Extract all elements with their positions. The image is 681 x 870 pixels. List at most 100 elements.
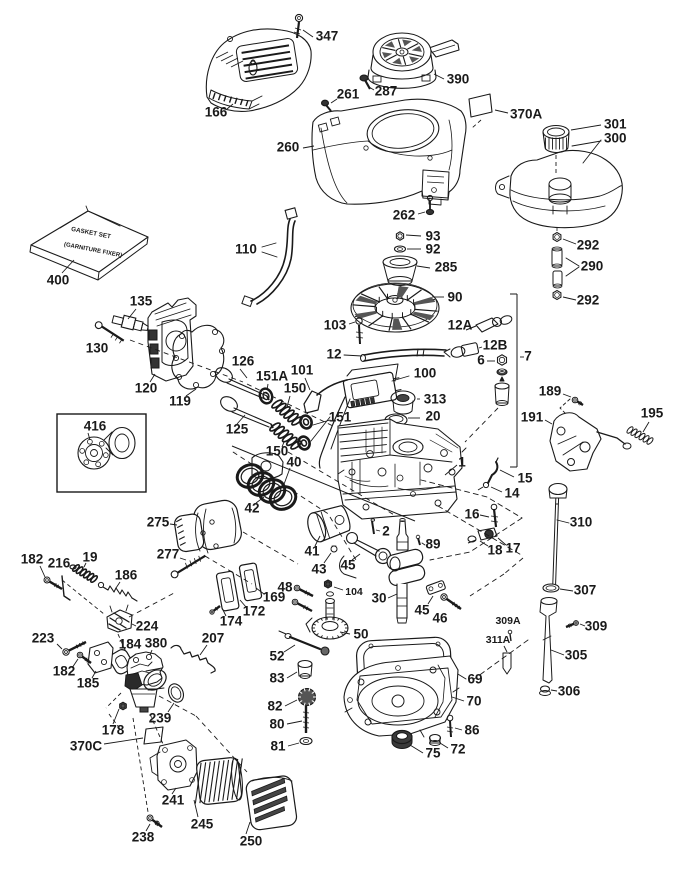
svg-text:16: 16 [464,507,480,522]
svg-text:86: 86 [464,723,480,738]
svg-text:45: 45 [414,603,430,618]
svg-text:172: 172 [243,604,266,619]
svg-text:169: 169 [263,590,286,605]
svg-text:238: 238 [132,830,155,845]
svg-text:285: 285 [435,260,458,275]
svg-text:19: 19 [82,550,97,565]
svg-text:125: 125 [226,422,249,437]
svg-text:30: 30 [371,591,386,606]
svg-text:69: 69 [467,672,482,687]
svg-text:43: 43 [311,562,327,577]
svg-text:151A: 151A [256,369,289,384]
svg-text:14: 14 [504,486,520,501]
svg-text:12: 12 [326,347,341,362]
svg-text:7: 7 [524,349,532,364]
svg-text:46: 46 [432,611,448,626]
svg-text:151: 151 [329,410,352,425]
svg-text:89: 89 [425,537,440,552]
svg-text:110: 110 [235,242,257,257]
svg-text:182: 182 [21,552,44,567]
svg-text:184: 184 [119,637,142,652]
svg-text:120: 120 [135,381,158,396]
svg-text:216: 216 [48,556,71,571]
svg-text:287: 287 [375,84,398,99]
svg-text:309: 309 [585,619,608,634]
svg-text:260: 260 [277,140,300,155]
svg-text:191: 191 [521,410,544,425]
svg-text:15: 15 [517,471,533,486]
svg-text:72: 72 [450,742,465,757]
svg-text:75: 75 [425,746,441,761]
svg-text:307: 307 [574,583,597,598]
svg-text:250: 250 [240,834,263,849]
svg-text:150: 150 [266,444,289,459]
svg-text:370A: 370A [510,107,543,122]
svg-text:82: 82 [267,699,282,714]
svg-text:135: 135 [130,294,153,309]
svg-text:130: 130 [86,341,109,356]
svg-text:224: 224 [136,619,159,634]
svg-text:92: 92 [425,242,440,257]
svg-text:261: 261 [337,87,360,102]
svg-text:178: 178 [102,723,125,738]
svg-text:292: 292 [577,238,600,253]
svg-text:93: 93 [425,229,441,244]
svg-text:174: 174 [220,614,243,629]
svg-text:126: 126 [232,354,255,369]
svg-text:300: 300 [604,131,627,146]
svg-text:245: 245 [191,817,214,832]
svg-text:292: 292 [577,293,600,308]
svg-text:347: 347 [316,29,339,44]
svg-text:166: 166 [205,105,228,120]
svg-text:48: 48 [277,580,293,595]
svg-text:306: 306 [558,684,581,699]
svg-text:301: 301 [604,117,627,132]
svg-text:12B: 12B [483,338,508,353]
svg-text:186: 186 [115,568,138,583]
svg-text:310: 310 [570,515,593,530]
svg-text:150: 150 [284,381,307,396]
svg-text:380: 380 [145,636,168,651]
svg-text:390: 390 [447,72,470,87]
svg-text:182: 182 [53,664,76,679]
svg-text:12A: 12A [448,318,473,333]
svg-text:309A: 309A [495,615,521,627]
svg-text:90: 90 [447,290,462,305]
svg-text:311A: 311A [486,634,511,646]
svg-text:195: 195 [641,406,664,421]
svg-text:101: 101 [291,363,314,378]
svg-text:80: 80 [269,717,284,732]
svg-text:20: 20 [425,409,440,424]
svg-text:305: 305 [565,648,588,663]
svg-text:262: 262 [393,208,416,223]
svg-text:70: 70 [466,694,481,709]
svg-text:119: 119 [169,394,191,409]
svg-text:81: 81 [270,739,286,754]
svg-text:223: 223 [32,631,55,646]
svg-text:83: 83 [269,671,285,686]
svg-text:2: 2 [382,524,390,539]
svg-text:275: 275 [147,515,170,530]
svg-text:42: 42 [244,501,259,516]
svg-text:370C: 370C [70,739,103,754]
svg-text:18: 18 [487,543,503,558]
svg-text:41: 41 [304,544,320,559]
svg-text:185: 185 [77,676,100,691]
svg-text:313: 313 [424,392,447,407]
svg-text:207: 207 [202,631,225,646]
svg-text:52: 52 [269,649,284,664]
svg-text:400: 400 [47,273,70,288]
svg-text:239: 239 [149,711,172,726]
svg-text:290: 290 [581,259,604,274]
svg-text:45: 45 [340,558,356,573]
svg-text:104: 104 [345,586,363,598]
svg-text:6: 6 [477,353,485,368]
svg-text:277: 277 [157,547,180,562]
svg-text:241: 241 [162,793,185,808]
svg-text:50: 50 [353,627,368,642]
svg-text:189: 189 [539,384,562,399]
svg-text:416: 416 [84,419,107,434]
svg-text:1: 1 [458,455,466,470]
svg-text:103: 103 [324,318,347,333]
svg-text:40: 40 [286,455,301,470]
